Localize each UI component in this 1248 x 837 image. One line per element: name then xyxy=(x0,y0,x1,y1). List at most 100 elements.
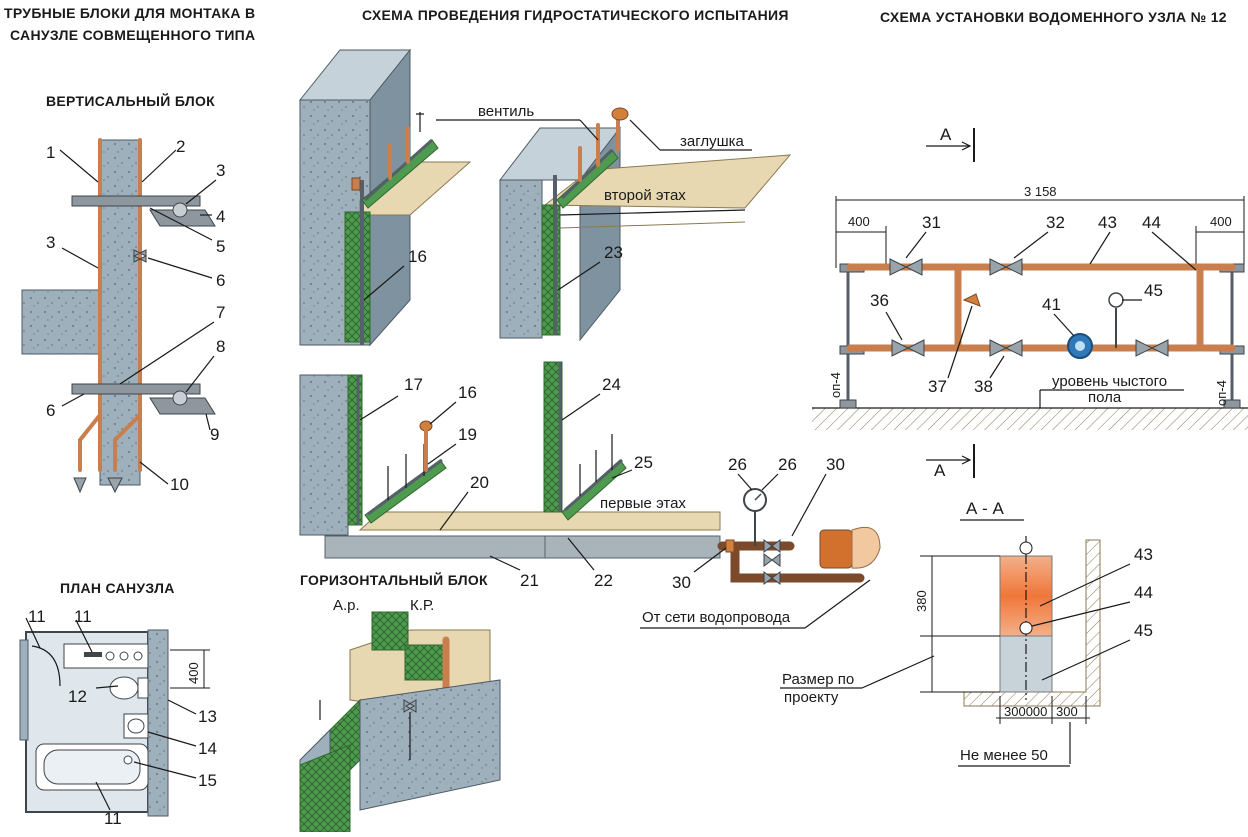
min-note: Не менее 50 xyxy=(960,747,1048,764)
section-aa-title: А - А xyxy=(966,499,1004,518)
toilet xyxy=(109,676,139,700)
svg-text:45: 45 xyxy=(1134,621,1153,640)
label-first-floor: первые этах xyxy=(600,495,686,512)
svg-text:26: 26 xyxy=(778,455,797,474)
clean-floor xyxy=(812,408,1248,430)
svg-text:11: 11 xyxy=(104,809,122,828)
svg-text:6: 6 xyxy=(46,401,55,420)
svg-text:16: 16 xyxy=(408,247,427,266)
valve-32 xyxy=(989,258,1023,276)
section-aa-drawing: А - А 380 300000 300 Не менее 50 Размер … xyxy=(780,499,1153,767)
meter-overall-dim: 3 158 xyxy=(1024,184,1057,199)
test-main-pipe xyxy=(324,535,721,559)
svg-text:3: 3 xyxy=(216,161,225,180)
svg-text:43: 43 xyxy=(1134,545,1153,564)
upper-bracket xyxy=(71,195,201,207)
svg-text:3: 3 xyxy=(46,233,55,252)
title-pipe-blocks-line2: САНУЗЛЕ СОВМЕЩЕННОГО ТИПА xyxy=(10,27,255,43)
level-mark-left: оп-4 xyxy=(828,372,843,398)
svg-text:45: 45 xyxy=(1144,281,1163,300)
svg-text:14: 14 xyxy=(198,739,217,758)
svg-text:20: 20 xyxy=(470,473,489,492)
svg-text:5: 5 xyxy=(216,237,225,256)
riser-valve xyxy=(132,249,148,263)
svg-text:25: 25 xyxy=(634,453,653,472)
bathroom-plan-drawing: ПЛАН САНУЗЛА 400 11 11 12 xyxy=(19,580,217,828)
svg-text:31: 31 xyxy=(922,213,941,232)
svg-text:10: 10 xyxy=(170,475,189,494)
section-mark-bottom: А xyxy=(934,461,946,480)
vertical-block-title: ВЕРТИСАЛЬНЫЙ БЛОК xyxy=(46,92,215,109)
meter-left-dim: 400 xyxy=(848,214,870,229)
label-kp: К.Р. xyxy=(410,597,434,614)
second-floor-slab xyxy=(543,154,792,209)
valve-38 xyxy=(989,339,1023,357)
first-floor-slab xyxy=(358,511,721,531)
svg-text:15: 15 xyxy=(198,771,217,790)
svg-text:30: 30 xyxy=(826,455,845,474)
svg-text:30: 30 xyxy=(672,573,691,592)
bathroom-plan-title: ПЛАН САНУЗЛА xyxy=(60,580,175,596)
pump xyxy=(819,529,853,569)
meter-unit-drawing: А А 3 158 400 400 xyxy=(812,125,1248,480)
clean-floor-label-line2: пола xyxy=(1088,389,1122,406)
label-plug: заглушка xyxy=(680,133,745,150)
svg-text:22: 22 xyxy=(594,571,613,590)
svg-text:19: 19 xyxy=(458,425,477,444)
svg-text:7: 7 xyxy=(216,303,225,322)
svg-text:21: 21 xyxy=(520,571,539,590)
valve-31 xyxy=(889,258,923,276)
horizontal-block-drawing: ГОРИЗОНТАЛЬНЫЙ БЛОК А.р. К.Р. xyxy=(299,571,501,833)
label-from-network: От сети водопровода xyxy=(642,609,791,626)
svg-text:12: 12 xyxy=(68,687,87,706)
section-bottom-dim2: 300 xyxy=(1056,704,1078,719)
svg-text:8: 8 xyxy=(216,337,225,356)
svg-text:41: 41 xyxy=(1042,295,1061,314)
valve-36 xyxy=(891,339,925,357)
door-swing xyxy=(31,645,61,687)
hydro-test-drawing: вентиль заглушка второй этах первые этах… xyxy=(298,48,881,629)
label-second-floor: второй этах xyxy=(604,187,686,204)
plan-dim-400: 400 xyxy=(186,662,201,684)
clean-floor-label-line1: уровень чыстого xyxy=(1052,373,1167,390)
section-bottom-dim: 300000 xyxy=(1004,704,1047,719)
lower-bracket xyxy=(71,383,201,395)
svg-text:43: 43 xyxy=(1098,213,1117,232)
horizontal-block-title: ГОРИЗОНТАЛЬНЫЙ БЛОК xyxy=(300,571,488,588)
label-valve: вентиль xyxy=(478,103,534,120)
section-mark-top: А xyxy=(940,125,952,144)
title-hydro-test: СХЕМА ПРОВЕДЕНИЯ ГИДРОСТАТИЧЕСКОГО ИСПЫТ… xyxy=(362,7,789,23)
svg-text:13: 13 xyxy=(198,707,217,726)
size-note-line1: Размер по xyxy=(782,671,854,688)
svg-text:2: 2 xyxy=(176,137,185,156)
svg-text:37: 37 xyxy=(928,377,947,396)
svg-text:11: 11 xyxy=(74,607,92,626)
plug-cap xyxy=(611,107,629,121)
section-height-dim: 380 xyxy=(914,590,929,612)
section-wall xyxy=(963,539,1101,707)
svg-text:32: 32 xyxy=(1046,213,1065,232)
svg-text:26: 26 xyxy=(728,455,747,474)
meter-gauge xyxy=(1108,292,1124,308)
svg-text:1: 1 xyxy=(46,143,55,162)
label-ap: А.р. xyxy=(333,597,360,614)
svg-text:9: 9 xyxy=(210,425,219,444)
level-mark-right: оп-4 xyxy=(1214,380,1229,406)
vertical-block-drawing: ВЕРТИСАЛЬНЫЙ БЛОК 1 2 3 4 3 xyxy=(21,92,225,494)
size-note-line2: проекту xyxy=(784,689,839,706)
svg-text:16: 16 xyxy=(458,383,477,402)
svg-text:38: 38 xyxy=(974,377,993,396)
svg-text:44: 44 xyxy=(1134,583,1153,602)
title-pipe-blocks-line1: ТРУБНЫЕ БЛОКИ ДЛЯ МОНТАКА В xyxy=(4,5,255,21)
svg-text:23: 23 xyxy=(604,243,623,262)
title-meter-unit: СХЕМА УСТАНОВКИ ВОДОМЕННОГО УЗЛА № 12 xyxy=(880,9,1227,25)
svg-text:11: 11 xyxy=(28,607,46,626)
svg-text:4: 4 xyxy=(216,207,225,226)
meter-right-dim: 400 xyxy=(1210,214,1232,229)
svg-text:36: 36 xyxy=(870,291,889,310)
svg-text:44: 44 xyxy=(1142,213,1161,232)
svg-text:17: 17 xyxy=(404,375,423,394)
svg-text:24: 24 xyxy=(602,375,621,394)
